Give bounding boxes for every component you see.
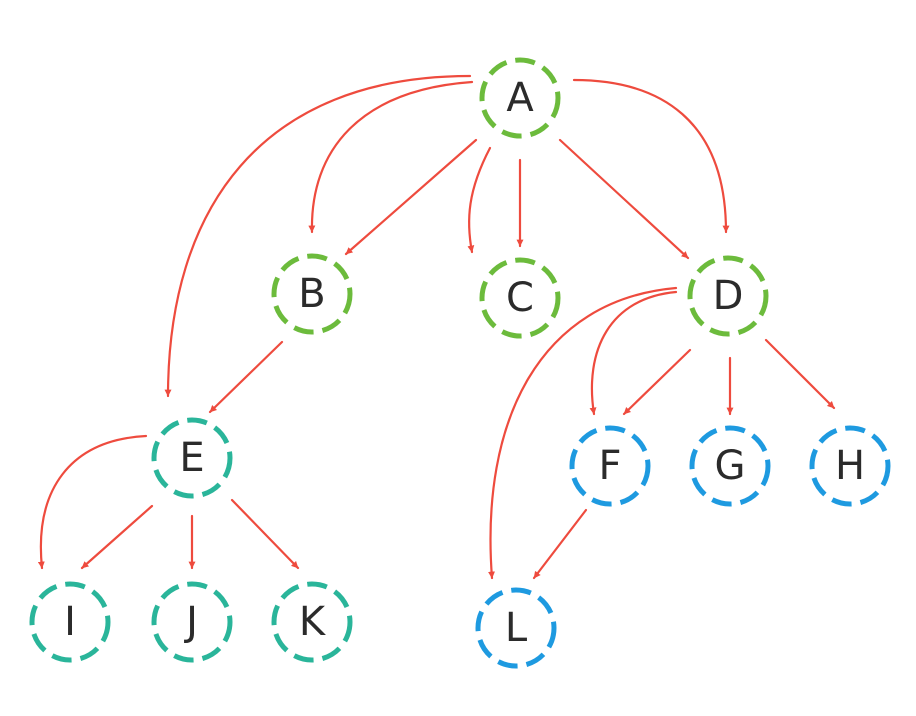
edge-e-i-curved bbox=[37, 434, 148, 570]
edge-a-b-straight bbox=[344, 138, 478, 256]
node-g: G bbox=[689, 425, 771, 507]
edge-a-e bbox=[164, 74, 472, 398]
node-k: K bbox=[271, 581, 353, 663]
node-circle bbox=[29, 581, 111, 663]
node-label: J bbox=[183, 599, 198, 645]
node-circle bbox=[151, 417, 233, 499]
node-label: D bbox=[713, 273, 744, 319]
node-circle bbox=[479, 57, 561, 139]
node-circle bbox=[475, 587, 557, 669]
node-label: B bbox=[298, 271, 325, 317]
node-l: L bbox=[475, 587, 557, 669]
node-label: G bbox=[715, 443, 746, 489]
node-label: A bbox=[506, 75, 534, 121]
edge-d-h bbox=[764, 338, 836, 410]
edge-a-c-curved bbox=[467, 146, 492, 254]
node-b: B bbox=[271, 253, 353, 335]
edge-a-d-curved bbox=[572, 78, 730, 234]
node-c: C bbox=[479, 257, 561, 339]
edge-d-l bbox=[488, 286, 678, 580]
node-label: H bbox=[835, 443, 865, 489]
node-label: L bbox=[505, 605, 528, 651]
node-label: C bbox=[506, 275, 534, 321]
node-label: K bbox=[299, 599, 327, 645]
node-circle bbox=[271, 581, 353, 663]
edge-e-k bbox=[230, 498, 300, 570]
node-label: F bbox=[598, 443, 621, 489]
node-j: J bbox=[151, 581, 233, 663]
edge-d-f-straight bbox=[622, 348, 692, 416]
edges-layer bbox=[37, 74, 836, 580]
node-label: I bbox=[64, 599, 76, 645]
node-h: H bbox=[809, 425, 891, 507]
node-circle bbox=[689, 425, 771, 507]
node-circle bbox=[569, 425, 651, 507]
node-e: E bbox=[151, 417, 233, 499]
edge-d-f-curved bbox=[589, 290, 678, 416]
node-d: D bbox=[687, 255, 769, 337]
node-i: I bbox=[29, 581, 111, 663]
node-circle bbox=[687, 255, 769, 337]
node-f: F bbox=[569, 425, 651, 507]
edge-f-l bbox=[532, 508, 588, 580]
nodes-layer: A B C D E F G H I J K L bbox=[29, 57, 891, 669]
node-circle bbox=[271, 253, 353, 335]
node-circle bbox=[151, 581, 233, 663]
edge-e-i-straight bbox=[80, 504, 154, 570]
node-label: E bbox=[179, 435, 204, 481]
node-a: A bbox=[479, 57, 561, 139]
edge-a-b-curved bbox=[308, 80, 474, 234]
node-circle bbox=[479, 257, 561, 339]
node-circle bbox=[809, 425, 891, 507]
edge-b-e bbox=[208, 340, 284, 414]
edge-a-d-straight bbox=[558, 138, 690, 260]
